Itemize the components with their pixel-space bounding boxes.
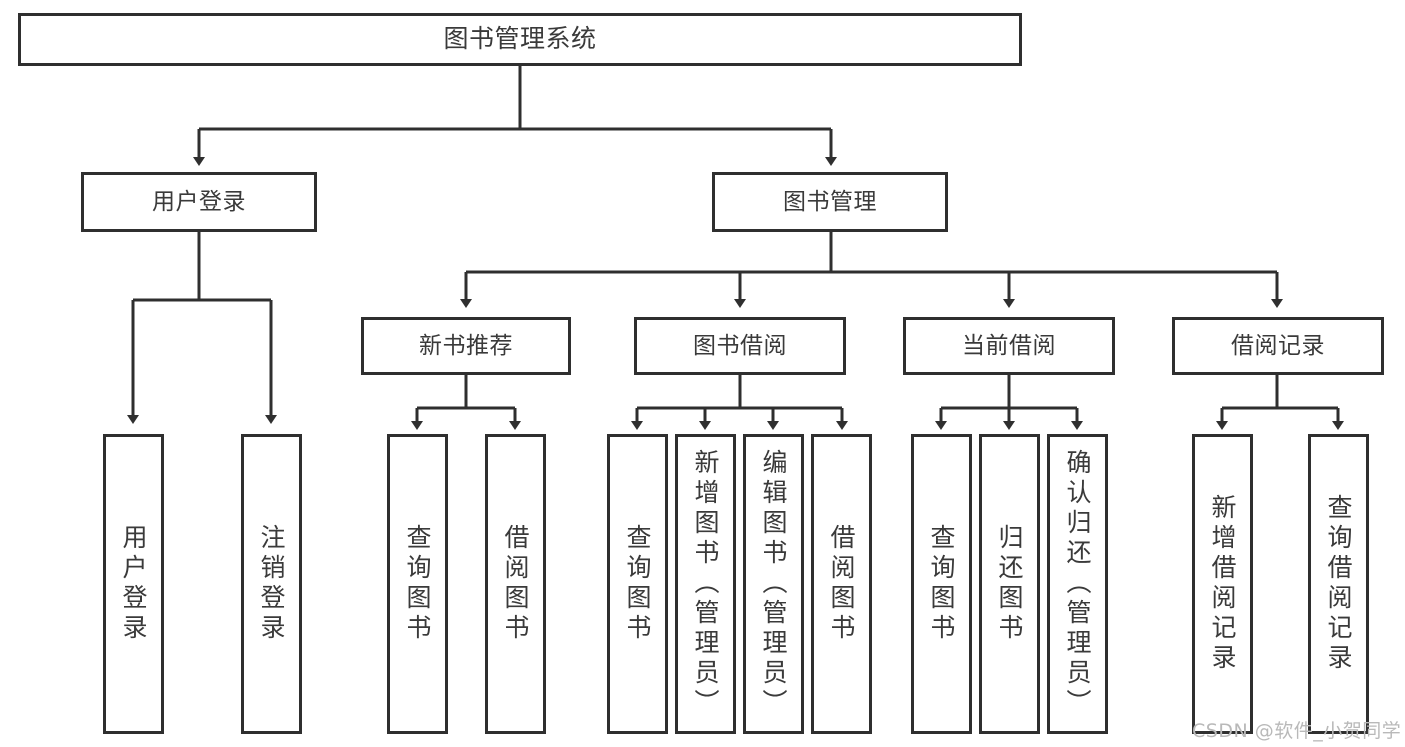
node-label: 新书推荐 (419, 332, 513, 359)
leaf-query-book-1[interactable]: 查询图书 (387, 434, 448, 734)
leaf-return-book[interactable]: 归还图书 (979, 434, 1040, 734)
node-label: 查询借阅记录 (1324, 494, 1353, 674)
csdn-watermark: CSDN @软件_小贺同学 (1192, 720, 1402, 742)
leaf-logout[interactable]: 注销登录 (241, 434, 302, 734)
node-user-login[interactable]: 用户登录 (81, 172, 317, 232)
leaf-edit-book[interactable]: 编辑图书（管理员） (743, 434, 804, 734)
node-label: 借阅图书 (501, 524, 530, 644)
node-label: 新增借阅记录 (1208, 494, 1237, 674)
node-label: 注销登录 (257, 524, 286, 644)
node-label: 图书管理 (783, 188, 877, 215)
node-label: 图书借阅 (693, 332, 787, 359)
leaf-query-book-3[interactable]: 查询图书 (911, 434, 972, 734)
node-root-system[interactable]: 图书管理系统 (18, 13, 1022, 66)
node-current-borrow[interactable]: 当前借阅 (903, 317, 1115, 375)
leaf-confirm-return[interactable]: 确认归还（管理员） (1047, 434, 1108, 734)
node-borrow-record[interactable]: 借阅记录 (1172, 317, 1384, 375)
node-label: 用户登录 (119, 524, 148, 644)
node-label: 借阅记录 (1231, 332, 1325, 359)
node-book-borrow[interactable]: 图书借阅 (634, 317, 846, 375)
leaf-user-login[interactable]: 用户登录 (103, 434, 164, 734)
node-label: 当前借阅 (962, 332, 1056, 359)
node-label: 查询图书 (623, 524, 652, 644)
leaf-query-book-2[interactable]: 查询图书 (607, 434, 668, 734)
node-label: 确认归还（管理员） (1063, 449, 1092, 719)
node-label: 查询图书 (403, 524, 432, 644)
node-label: 归还图书 (995, 524, 1024, 644)
node-label: 用户登录 (152, 188, 246, 215)
leaf-add-book[interactable]: 新增图书（管理员） (675, 434, 736, 734)
leaf-add-record[interactable]: 新增借阅记录 (1192, 434, 1253, 734)
leaf-query-record[interactable]: 查询借阅记录 (1308, 434, 1369, 734)
node-label: 图书管理系统 (443, 24, 597, 54)
node-book-manage[interactable]: 图书管理 (712, 172, 948, 232)
node-new-book-recommend[interactable]: 新书推荐 (361, 317, 571, 375)
node-label: 编辑图书（管理员） (759, 449, 788, 719)
node-label: 新增图书（管理员） (691, 449, 720, 719)
leaf-borrow-book-2[interactable]: 借阅图书 (811, 434, 872, 734)
node-label: 借阅图书 (827, 524, 856, 644)
node-label: 查询图书 (927, 524, 956, 644)
leaf-borrow-book-1[interactable]: 借阅图书 (485, 434, 546, 734)
